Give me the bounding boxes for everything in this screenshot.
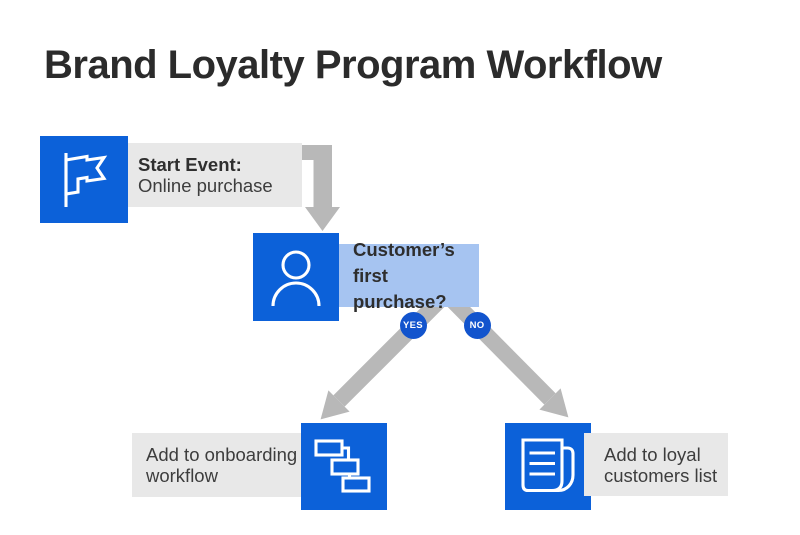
arrow-yes-branch <box>320 293 447 420</box>
arrow-start-to-decision <box>302 145 340 231</box>
yes-badge: YES <box>399 311 427 339</box>
start-event-node <box>40 136 128 223</box>
loyal-customers-label-line1: Add to loyal <box>604 443 701 465</box>
no-badge-label: NO <box>469 319 485 331</box>
start-event-label-subtitle: Online purchase <box>138 175 273 196</box>
start-event-label: Start Event: Online purchase <box>122 143 302 207</box>
onboarding-node <box>301 423 387 510</box>
workflow-icon <box>314 438 371 493</box>
onboarding-label-line1: Add to onboarding <box>146 444 298 465</box>
document-list-icon <box>521 437 575 492</box>
decision-node <box>253 233 339 321</box>
no-badge: NO <box>463 311 491 339</box>
person-icon <box>271 250 321 307</box>
decision-label-line1: Customer’s <box>353 238 455 260</box>
page-title: Brand Loyalty Program Workflow <box>44 43 662 87</box>
start-event-label-title: Start Event: <box>138 154 242 175</box>
decision-label-line2: first purchase? <box>353 264 447 312</box>
yes-badge-label: YES <box>403 319 423 331</box>
flag-icon <box>64 152 108 207</box>
loyal-customers-node <box>505 423 591 510</box>
onboarding-label: Add to onboarding workflow <box>132 433 307 497</box>
loyal-customers-label: Add to loyal customers list <box>584 433 728 496</box>
loyal-customers-label-line2: customers list <box>604 464 718 486</box>
onboarding-label-line2: workflow <box>146 465 218 486</box>
